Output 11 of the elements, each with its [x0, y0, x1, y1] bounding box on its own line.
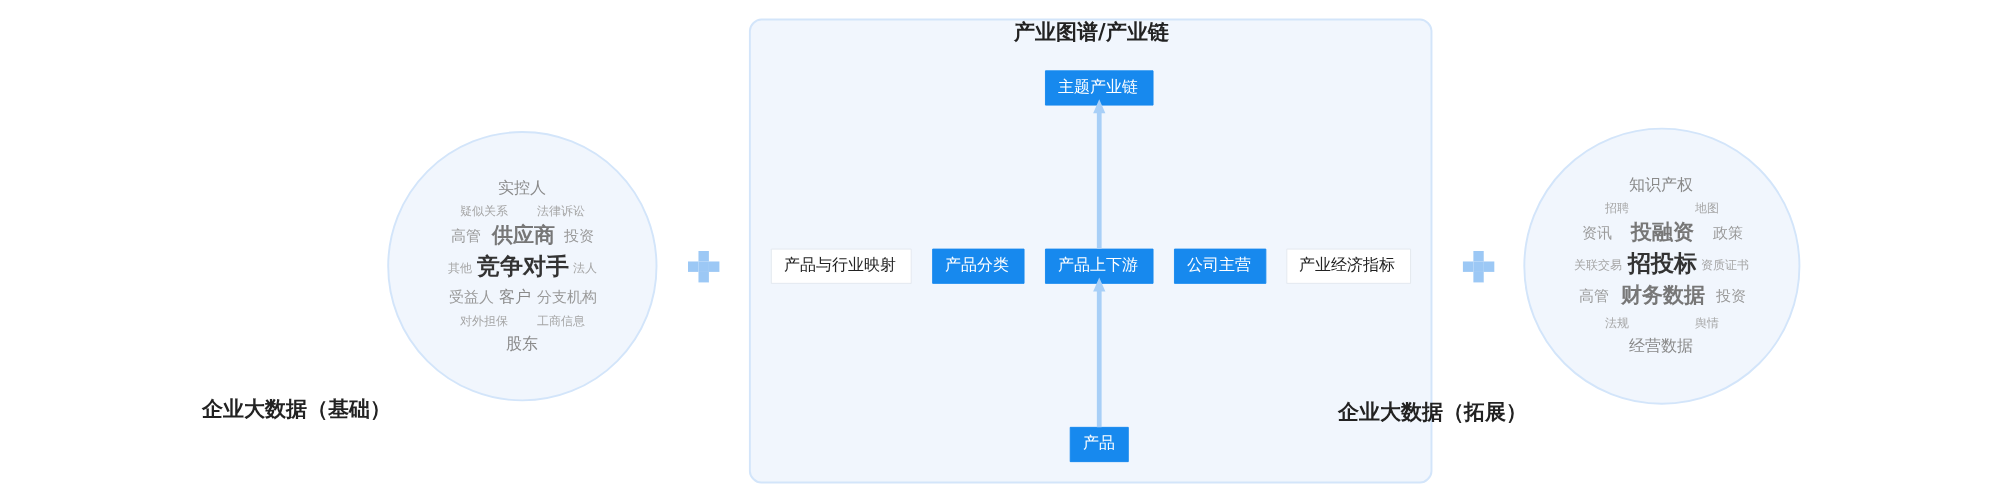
node-circle: 实控人 疑似关系 法律诉讼 高管 供应商 投资 其他 竞争对手 法人 受益人 客户 分支机构 对外担保 工商信息 股东	[386, 131, 657, 402]
node-box: 公司主营	[1173, 248, 1266, 284]
node-box: 主题产业链	[1044, 70, 1153, 106]
node-box: 产品上下游	[1044, 248, 1153, 284]
arrow	[1092, 99, 1105, 249]
node-box: 产业经济指标	[1285, 248, 1411, 284]
node-circle: 知识产权 招聘 地图 资讯 投融资 政策 关联交易 招投标 资质证书 高管 财务数据 投资 法规 舆情 经营数据	[1522, 127, 1800, 405]
node-box: 产品	[1069, 426, 1129, 463]
arrow	[1092, 277, 1105, 428]
node-box: 产品与行业映射	[770, 248, 912, 284]
node-box: 产品分类	[931, 248, 1024, 284]
